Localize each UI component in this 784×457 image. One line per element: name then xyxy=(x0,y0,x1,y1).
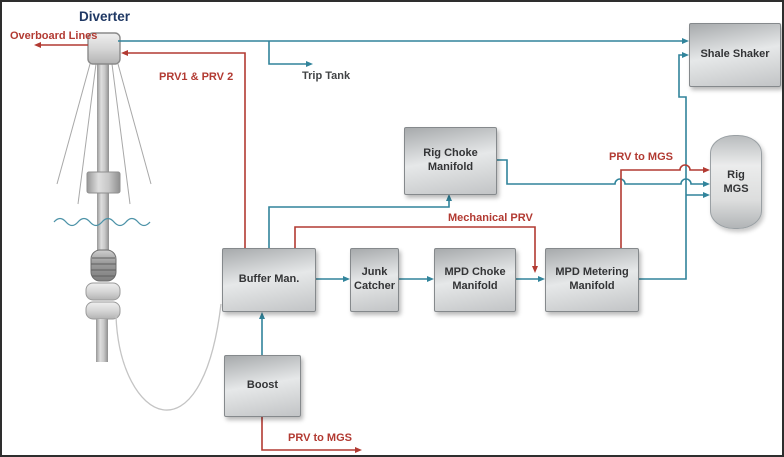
label-prv-to-mgs-top: PRV to MGS xyxy=(609,151,673,163)
flow-metering-to-shale-shaker xyxy=(637,52,689,280)
label-prv1-prv2: PRV1 & PRV 2 xyxy=(159,71,234,83)
flow-buffer-to-rig-choke xyxy=(268,194,452,248)
riser-assembly xyxy=(53,32,222,411)
node-label: Buffer Man. xyxy=(238,273,300,286)
label-overboard-lines: Overboard Lines xyxy=(10,30,98,42)
label-trip-tank: Trip Tank xyxy=(302,70,351,82)
tension-lines xyxy=(56,63,152,205)
node-buffer-manifold[interactable]: Buffer Man. xyxy=(222,248,316,312)
annular-lower xyxy=(85,301,121,320)
node-rig-mgs[interactable]: Rig MGS xyxy=(710,135,762,229)
node-rig-choke-manifold[interactable]: Rig Choke Manifold xyxy=(404,127,497,195)
node-mpd-choke-manifold[interactable]: MPD Choke Manifold xyxy=(434,248,516,312)
sea-level-wave xyxy=(53,217,151,227)
node-label: MPD Metering Manifold xyxy=(555,266,629,292)
riser-pipe xyxy=(97,60,109,252)
node-junk-catcher[interactable]: Junk Catcher xyxy=(350,248,399,312)
node-mpd-metering-manifold[interactable]: MPD Metering Manifold xyxy=(545,248,639,312)
flow-metering-prv-to-mgs xyxy=(620,164,710,249)
node-label: Rig Choke Manifold xyxy=(423,147,478,173)
node-label: Junk Catcher xyxy=(354,266,395,292)
diverter-title: Diverter xyxy=(78,9,131,24)
node-label: MPD Choke Manifold xyxy=(444,266,506,292)
slip-joint-ribs xyxy=(91,257,116,277)
riser-collar xyxy=(86,171,121,194)
label-mechanical-prv: Mechanical PRV xyxy=(448,212,533,224)
flow-branch-trip-tank xyxy=(268,41,313,67)
node-shale-shaker[interactable]: Shale Shaker xyxy=(689,23,781,87)
flow-rig-choke-to-rig-mgs xyxy=(495,159,710,187)
node-label: Shale Shaker xyxy=(700,48,770,61)
label-prv-to-mgs-bottom: PRV to MGS xyxy=(288,432,352,444)
annular-upper xyxy=(85,282,121,301)
slip-joint xyxy=(90,249,117,282)
node-boost[interactable]: Boost xyxy=(224,355,301,417)
node-label: Rig MGS xyxy=(723,168,749,195)
node-label: Boost xyxy=(246,379,279,392)
return-hose xyxy=(115,303,222,411)
wellhead-pipe xyxy=(96,319,108,362)
